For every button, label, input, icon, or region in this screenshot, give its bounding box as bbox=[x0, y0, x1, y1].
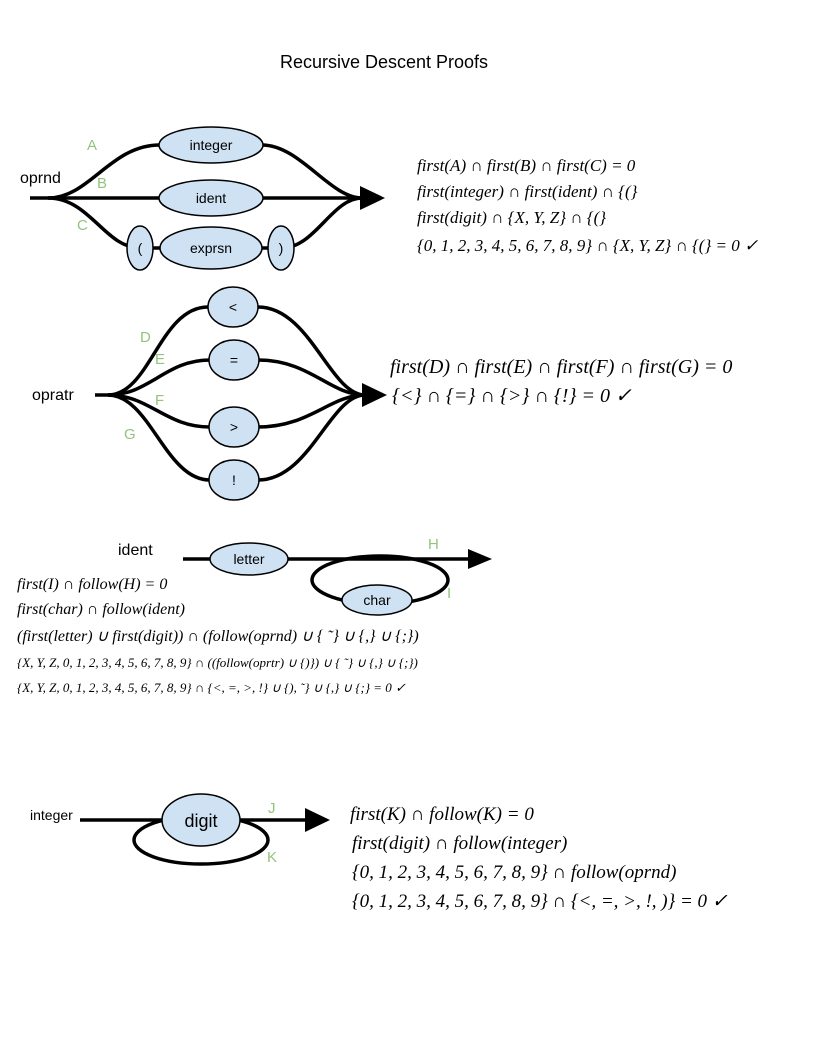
oprnd-node-exprsn bbox=[159, 226, 263, 270]
opratr-node-lt bbox=[207, 286, 259, 328]
ident-node-char bbox=[341, 584, 413, 616]
oprnd-diagram: oprnd integer ident ( exprsn ) A B C bbox=[20, 126, 385, 271]
oprnd-label: oprnd bbox=[20, 170, 61, 187]
opratr-node-gt-label: > bbox=[230, 419, 238, 435]
integer-proof-line-2: first(digit) ∩ follow(integer) bbox=[352, 833, 567, 854]
integer-arrow-icon bbox=[305, 808, 330, 832]
integer-proof-line-1: first(K) ∩ follow(K) = 0 bbox=[350, 804, 534, 825]
ident-diagram: ident letter char H I bbox=[118, 536, 492, 616]
oprnd-proof-line-3: first(digit) ∩ {X, Y, Z} ∩ {(} bbox=[417, 208, 606, 227]
ident-path-i-label: I bbox=[447, 585, 451, 602]
opratr-node-bang-label: ! bbox=[232, 472, 236, 488]
opratr-node-bang bbox=[208, 459, 260, 501]
opratr-node-lt-label: < bbox=[229, 299, 237, 315]
opratr-node-eq bbox=[208, 339, 260, 381]
oprnd-node-lparen-label: ( bbox=[138, 240, 143, 256]
opratr-diagram: opratr < = > ! D E F G bbox=[32, 286, 387, 501]
integer-path-j-label: J bbox=[268, 800, 276, 817]
opratr-label: opratr bbox=[32, 387, 74, 404]
oprnd-proof-line-1: first(A) ∩ first(B) ∩ first(C) = 0 bbox=[417, 156, 636, 175]
oprnd-node-ident bbox=[158, 179, 264, 217]
opratr-proof: first(D) ∩ first(E) ∩ first(F) ∩ first(G… bbox=[390, 356, 732, 407]
opratr-proof-line-1: first(D) ∩ first(E) ∩ first(F) ∩ first(G… bbox=[390, 356, 732, 378]
oprnd-node-lparen bbox=[126, 225, 154, 271]
opratr-path-g-label: G bbox=[124, 426, 136, 443]
integer-diagram: integer digit J K bbox=[30, 793, 330, 866]
ident-arrow-icon bbox=[468, 549, 492, 569]
oprnd-path-c-label: C bbox=[77, 217, 88, 234]
oprnd-node-integer-label: integer bbox=[190, 137, 233, 153]
ident-node-letter bbox=[209, 542, 289, 576]
ident-proof-line-1: first(I) ∩ follow(H) = 0 bbox=[17, 576, 167, 593]
ident-proof-line-3: (first(letter) ∪ first(digit)) ∩ (follow… bbox=[17, 628, 419, 645]
opratr-arrow-icon bbox=[362, 383, 387, 407]
oprnd-proof-line-2: first(integer) ∩ first(ident) ∩ {(} bbox=[417, 182, 638, 201]
oprnd-node-rparen bbox=[267, 225, 295, 271]
integer-label: integer bbox=[30, 807, 73, 823]
ident-proof-line-4: {X, Y, Z, 0, 1, 2, 3, 4, 5, 6, 7, 8, 9} … bbox=[17, 655, 418, 670]
integer-proof-line-4: {0, 1, 2, 3, 4, 5, 6, 7, 8, 9} ∩ {<, =, … bbox=[352, 891, 728, 912]
oprnd-proof: first(A) ∩ first(B) ∩ first(C) = 0 first… bbox=[417, 156, 758, 255]
opratr-proof-line-2: {<} ∩ {=} ∩ {>} ∩ {!} = 0 ✓ bbox=[392, 385, 632, 407]
ident-proof: first(I) ∩ follow(H) = 0 first(char) ∩ f… bbox=[17, 576, 419, 695]
ident-path-h-label: H bbox=[428, 536, 439, 553]
oprnd-path-a-label: A bbox=[87, 137, 97, 154]
ident-proof-line-2: first(char) ∩ follow(ident) bbox=[17, 601, 185, 618]
integer-proof: first(K) ∩ follow(K) = 0 first(digit) ∩ … bbox=[350, 804, 728, 912]
opratr-path-e-label: E bbox=[155, 351, 165, 368]
ident-node-char-label: char bbox=[363, 592, 391, 608]
opratr-path-f-label: F bbox=[155, 392, 164, 409]
page-title: Recursive Descent Proofs bbox=[280, 52, 488, 72]
oprnd-node-rparen-label: ) bbox=[279, 240, 284, 256]
ident-node-letter-label: letter bbox=[233, 551, 264, 567]
opratr-node-eq-label: = bbox=[230, 352, 238, 368]
oprnd-node-integer bbox=[158, 126, 264, 164]
integer-path-k-label: K bbox=[267, 849, 277, 866]
ident-proof-line-5: {X, Y, Z, 0, 1, 2, 3, 4, 5, 6, 7, 8, 9} … bbox=[17, 680, 406, 695]
oprnd-node-ident-label: ident bbox=[196, 190, 226, 206]
ident-label: ident bbox=[118, 542, 153, 559]
integer-node-digit bbox=[161, 793, 241, 847]
oprnd-proof-line-4: {0, 1, 2, 3, 4, 5, 6, 7, 8, 9} ∩ {X, Y, … bbox=[417, 236, 758, 255]
oprnd-node-exprsn-label: exprsn bbox=[190, 240, 232, 256]
oprnd-path-b-label: B bbox=[97, 175, 107, 192]
opratr-path-d-label: D bbox=[140, 329, 151, 346]
oprnd-arrow-icon bbox=[360, 186, 385, 210]
opratr-node-gt bbox=[208, 406, 260, 448]
integer-node-digit-label: digit bbox=[184, 811, 217, 831]
integer-proof-line-3: {0, 1, 2, 3, 4, 5, 6, 7, 8, 9} ∩ follow(… bbox=[352, 862, 676, 883]
